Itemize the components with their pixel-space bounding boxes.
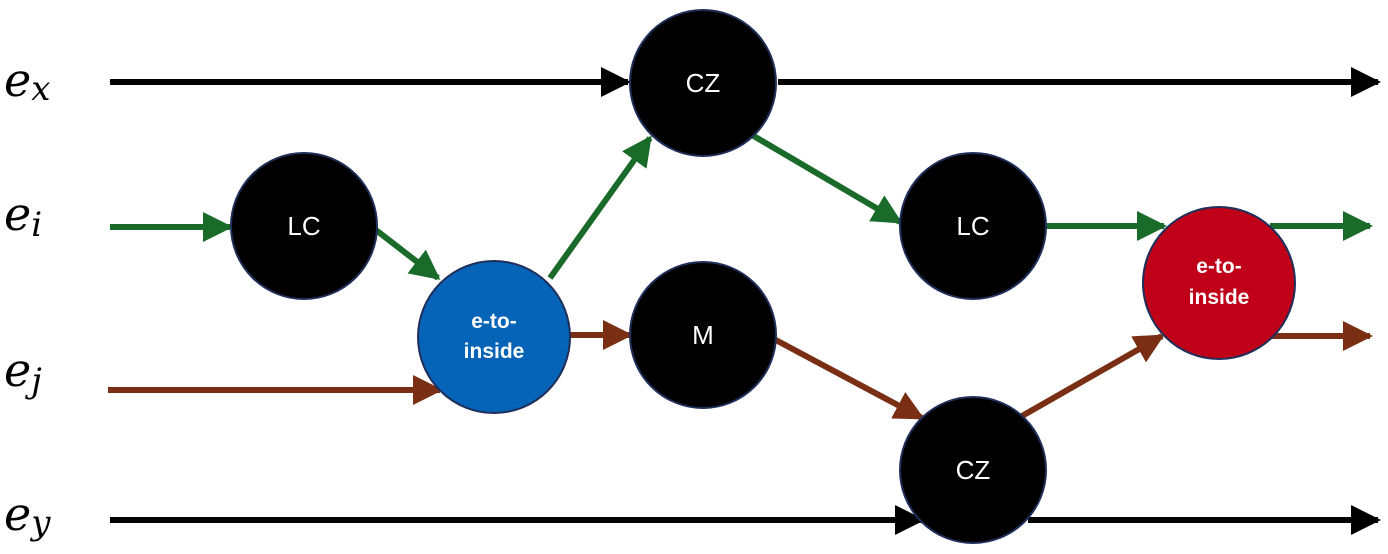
gate-red-label-line1: e-to- <box>1196 255 1242 278</box>
gate-lc-1-label: LC <box>287 211 320 241</box>
gate-blue-label-line2: inside <box>464 340 525 363</box>
black-wires <box>110 67 1381 535</box>
wire-label-ei: ei <box>4 187 42 245</box>
gate-cz-top-label: CZ <box>686 68 721 98</box>
wire-label-ej: ej <box>4 343 42 401</box>
green-wires <box>110 132 1373 281</box>
wire-blue-to-cz <box>547 135 653 280</box>
wire-lc1-to-blue <box>370 224 441 281</box>
wire-m-to-cz <box>770 335 925 421</box>
wire-cz-to-red <box>1020 333 1165 419</box>
gate-red-label-line2: inside <box>1189 286 1250 309</box>
gate-cz-bottom: CZ <box>899 396 1047 544</box>
gate-lc-1: LC <box>230 152 378 300</box>
gate-m: M <box>629 261 777 409</box>
gate-m-label: M <box>692 320 714 350</box>
wire-label-ex: ex <box>4 53 50 109</box>
brown-wires <box>108 320 1373 421</box>
wire-cz-to-lc2 <box>750 132 903 225</box>
gate-lc-2: LC <box>899 152 1047 300</box>
gate-lc-2-label: LC <box>956 211 989 241</box>
gate-e-to-inside-blue: e-to- inside <box>417 260 571 414</box>
gate-e-to-inside-red: e-to- inside <box>1142 206 1296 360</box>
gate-cz-bottom-label: CZ <box>956 455 991 485</box>
gate-blue-label-line1: e-to- <box>471 310 517 333</box>
gate-cz-top: CZ <box>629 9 777 157</box>
wire-label-ey: ey <box>4 487 51 543</box>
